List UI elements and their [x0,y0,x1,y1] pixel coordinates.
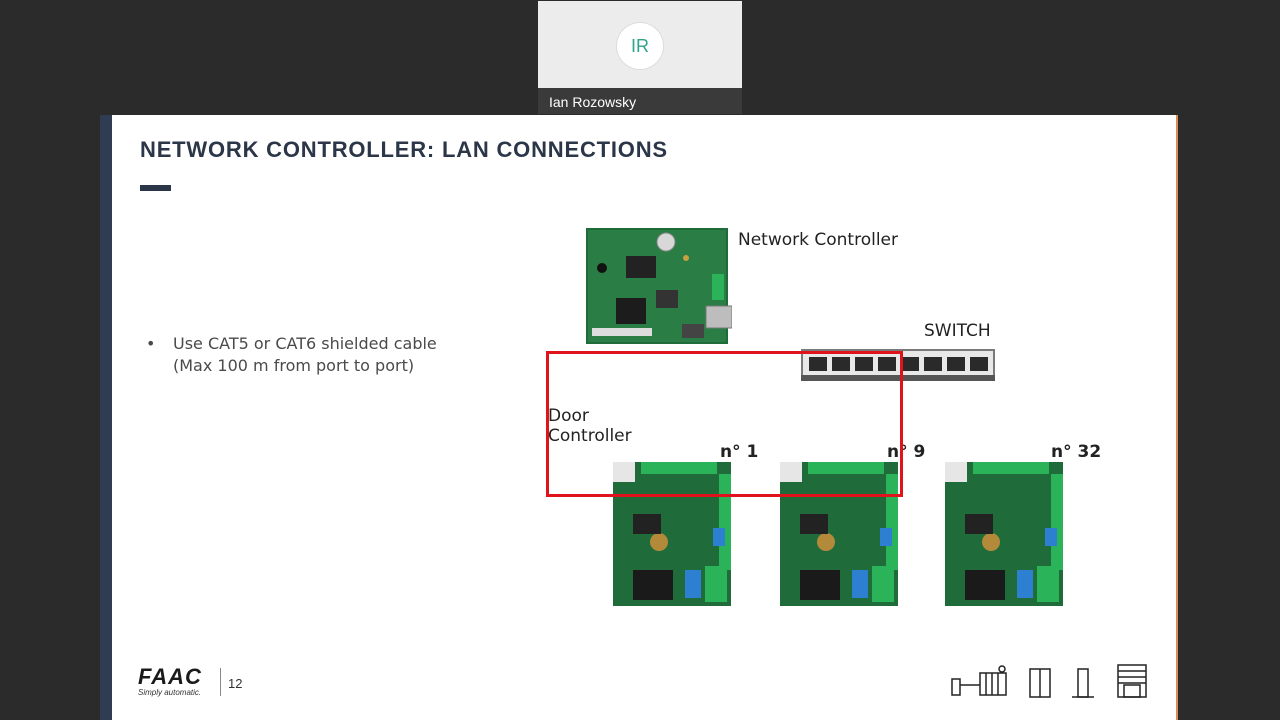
network-controller-label: Network Controller [738,230,899,250]
participant-avatar: IR [616,22,664,70]
unit-label-9: n° 9 [887,442,926,462]
gate-icon [951,665,1007,696]
participant-name: Ian Rozowsky [549,94,637,110]
participant-initials: IR [631,35,649,56]
door-controller-board-32-image [945,462,1063,606]
bullet-line-2: (Max 100 m from port to port) [173,356,415,375]
slide-title: NETWORK CONTROLLER: LAN CONNECTIONS [140,137,668,162]
door-controller-label: Door Controller [548,406,632,446]
door-icon [1029,668,1051,698]
door-controller-board-1-image [613,462,731,606]
bollard-icon [1072,668,1094,698]
unit-label-32: n° 32 [1051,442,1102,462]
faac-logo-tagline: Simply automatic. [138,688,202,697]
bullet-item: • Use CAT5 or CAT6 shielded cable (Max 1… [146,333,437,377]
page-number: 12 [228,676,243,691]
footer-product-icons [951,664,1147,698]
title-underline [140,185,171,191]
faac-logo-text: FAAC [138,664,202,689]
door-controller-label-line2: Controller [548,426,632,446]
door-controller-board-9-image [780,462,898,606]
shutter-icon [1117,664,1147,698]
network-switch-image [801,349,995,381]
footer-separator [220,668,221,696]
faac-logo: FAAC Simply automatic. [138,664,202,698]
bullet-line-1: Use CAT5 or CAT6 shielded cable [173,334,437,353]
network-controller-board-image [586,228,732,344]
unit-label-1: n° 1 [720,442,759,462]
participant-name-bar [538,88,742,114]
switch-label: SWITCH [924,321,991,341]
presentation-slide: NETWORK CONTROLLER: LAN CONNECTIONS • Us… [100,115,1178,720]
bullet-dot: • [146,334,156,353]
slide-accent-bar [100,115,112,720]
bullet-list: • Use CAT5 or CAT6 shielded cable (Max 1… [146,333,437,377]
door-controller-label-line1: Door [548,406,589,426]
door-controller-highlight-box [546,351,903,497]
